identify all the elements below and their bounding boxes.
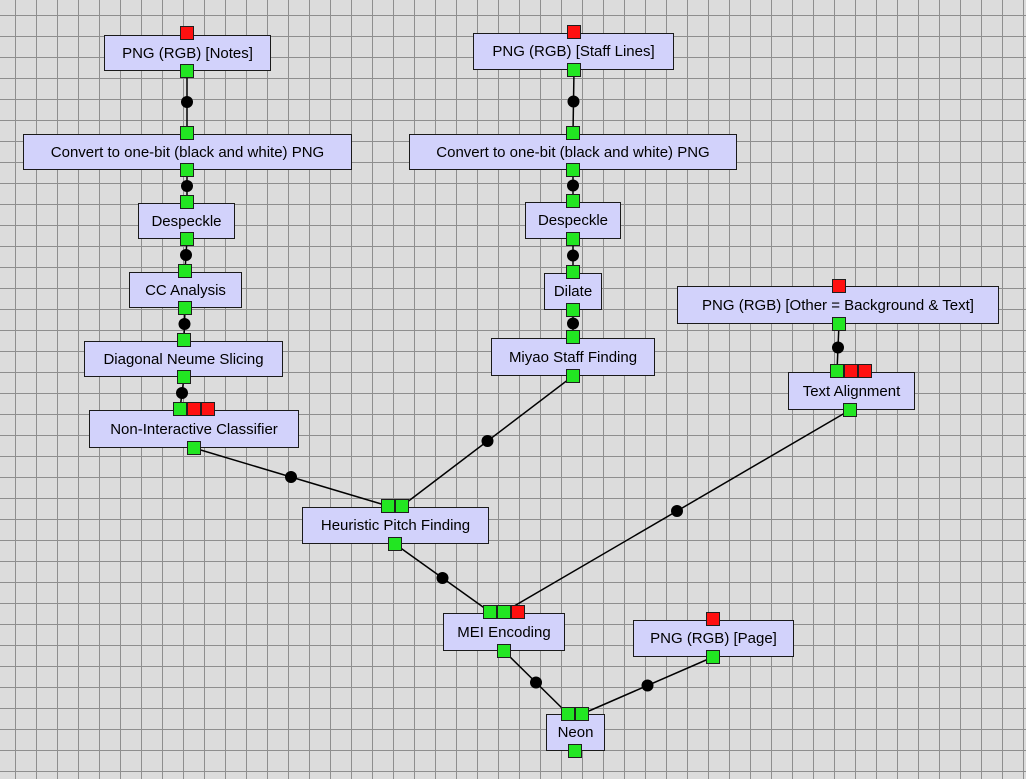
input-port[interactable] xyxy=(180,195,194,209)
connection-handle[interactable] xyxy=(436,572,449,584)
connection-handle[interactable] xyxy=(832,341,844,354)
connection-handle[interactable] xyxy=(567,317,579,330)
output-port[interactable] xyxy=(566,369,580,383)
input-port[interactable] xyxy=(177,333,191,347)
input-port[interactable] xyxy=(575,707,589,721)
connection-handle[interactable] xyxy=(481,435,494,447)
output-port[interactable] xyxy=(566,163,580,177)
job-label: PNG (RGB) [Page] xyxy=(650,630,777,647)
input-port[interactable] xyxy=(511,605,525,619)
input-port[interactable] xyxy=(706,612,720,626)
input-port[interactable] xyxy=(566,330,580,344)
output-port[interactable] xyxy=(177,370,191,384)
output-port[interactable] xyxy=(566,303,580,317)
input-port[interactable] xyxy=(566,265,580,279)
job-label: PNG (RGB) [Notes] xyxy=(122,44,253,62)
output-port[interactable] xyxy=(706,650,720,664)
input-port[interactable] xyxy=(187,402,201,416)
job-label: Neon xyxy=(557,724,594,741)
job-label: Text Alignment xyxy=(802,382,901,400)
job-label: Heuristic Pitch Finding xyxy=(320,517,471,534)
output-port[interactable] xyxy=(566,232,580,246)
input-port[interactable] xyxy=(173,402,187,416)
output-port[interactable] xyxy=(832,317,846,331)
connection-handle[interactable] xyxy=(180,249,192,261)
connection-handle[interactable] xyxy=(178,318,191,330)
input-port[interactable] xyxy=(201,402,215,416)
job-label: Diagonal Neume Slicing xyxy=(103,350,264,368)
job-label: Convert to one-bit (black and white) PNG xyxy=(436,143,710,161)
input-port[interactable] xyxy=(180,126,194,140)
input-port[interactable] xyxy=(830,364,844,378)
connection-handle[interactable] xyxy=(641,679,654,692)
connection-handle[interactable] xyxy=(181,180,193,192)
input-port[interactable] xyxy=(497,605,511,619)
input-port[interactable] xyxy=(561,707,575,721)
connection-handle[interactable] xyxy=(181,96,193,108)
job-label: PNG (RGB) [Other = Background & Text] xyxy=(702,296,974,314)
output-port[interactable] xyxy=(187,441,201,455)
job-label: MEI Encoding xyxy=(457,623,551,641)
input-port[interactable] xyxy=(858,364,872,378)
job-label: Miyao Staff Finding xyxy=(508,348,638,366)
job-png-staff-lines[interactable]: PNG (RGB) [Staff Lines] xyxy=(473,33,674,70)
input-port[interactable] xyxy=(832,279,846,293)
connection-handle[interactable] xyxy=(176,387,188,399)
job-label: Dilate xyxy=(553,283,593,300)
output-port[interactable] xyxy=(568,744,582,758)
connection-handle[interactable] xyxy=(567,249,579,262)
job-label: CC Analysis xyxy=(145,281,226,299)
job-text-alignment[interactable]: Text Alignment xyxy=(788,372,915,410)
connection-handle[interactable] xyxy=(530,676,542,689)
input-port[interactable] xyxy=(844,364,858,378)
input-port[interactable] xyxy=(567,25,581,39)
connection-handle[interactable] xyxy=(285,471,297,483)
job-label: PNG (RGB) [Staff Lines] xyxy=(492,43,655,60)
job-label: Despeckle xyxy=(537,212,609,229)
input-port[interactable] xyxy=(483,605,497,619)
output-port[interactable] xyxy=(180,232,194,246)
connection-handle[interactable] xyxy=(567,95,580,108)
job-label: Despeckle xyxy=(151,212,222,230)
input-port[interactable] xyxy=(180,26,194,40)
input-port[interactable] xyxy=(566,126,580,140)
connection-handle[interactable] xyxy=(567,179,579,192)
connection-handle[interactable] xyxy=(671,505,683,517)
output-port[interactable] xyxy=(843,403,857,417)
output-port[interactable] xyxy=(567,63,581,77)
output-port[interactable] xyxy=(180,64,194,78)
job-label: Non-Interactive Classifier xyxy=(110,420,278,438)
output-port[interactable] xyxy=(388,537,402,551)
output-port[interactable] xyxy=(178,301,192,315)
input-port[interactable] xyxy=(381,499,395,513)
job-despeckle-staff[interactable]: Despeckle xyxy=(525,202,621,239)
input-port[interactable] xyxy=(178,264,192,278)
job-label: Convert to one-bit (black and white) PNG xyxy=(50,143,325,161)
input-port[interactable] xyxy=(395,499,409,513)
output-port[interactable] xyxy=(180,163,194,177)
output-port[interactable] xyxy=(497,644,511,658)
input-port[interactable] xyxy=(566,194,580,208)
